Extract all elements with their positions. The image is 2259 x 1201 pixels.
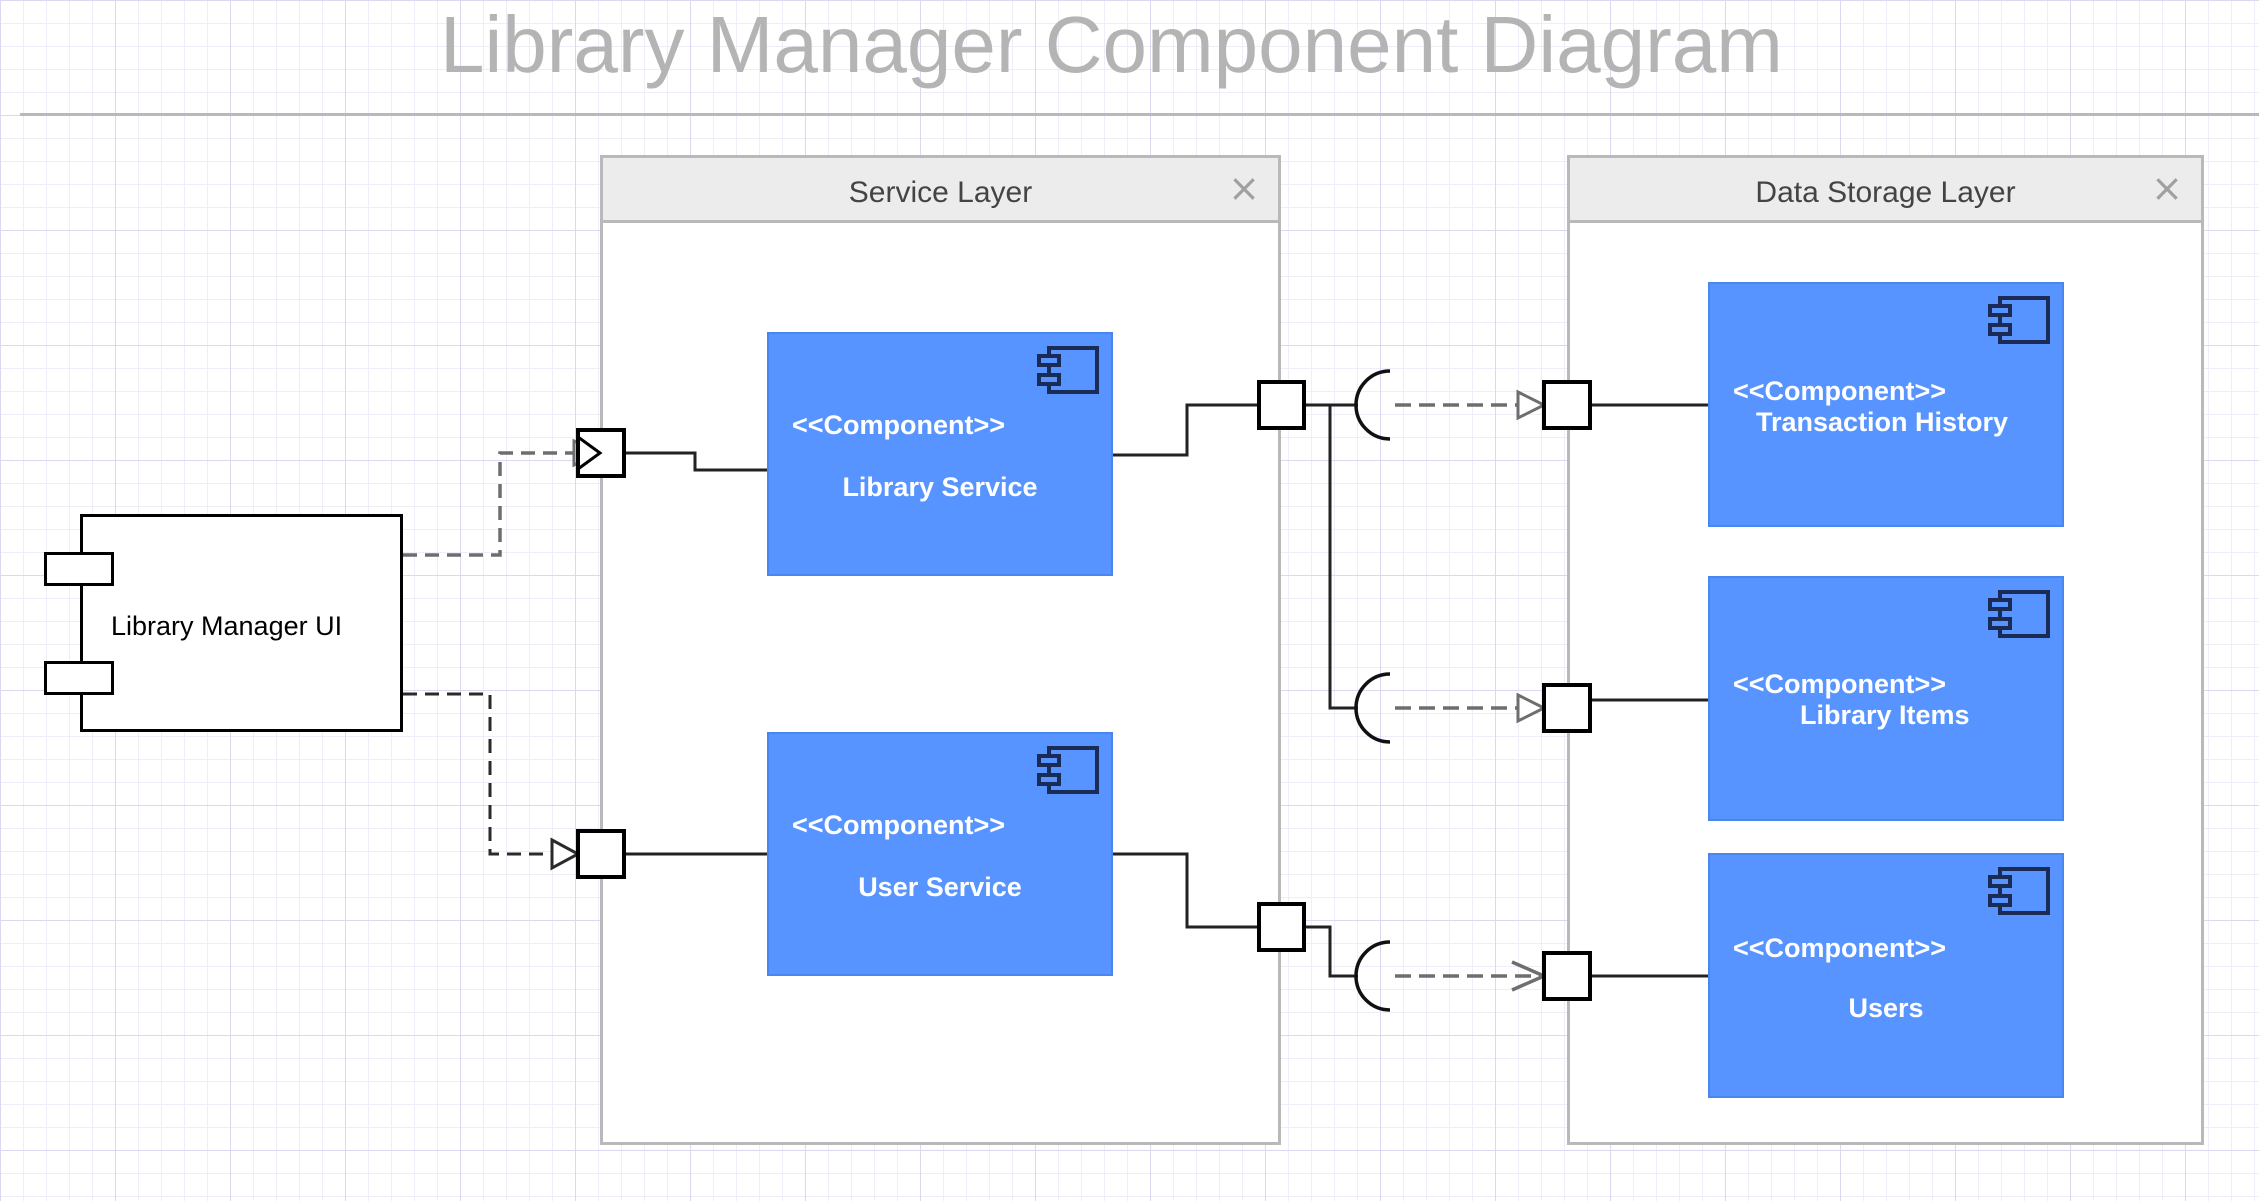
library-manager-ui-label: Library Manager UI: [111, 611, 343, 641]
diagram-title: Library Manager Component Diagram: [440, 0, 1783, 89]
library-items-name: Library Items: [1800, 700, 1970, 730]
component-icon: [1037, 746, 1099, 794]
library-manager-ui-component[interactable]: Library Manager UI: [44, 514, 403, 732]
port-library-service-out: [1257, 380, 1306, 430]
library-service-name: Library Service: [842, 472, 1038, 502]
required-interface-socket: [1354, 672, 1391, 744]
dependency-arrowhead: [1516, 692, 1548, 724]
data-storage-layer-close-icon[interactable]: ×: [2151, 166, 2183, 210]
user-service-component[interactable]: <<Component>> User Service: [767, 732, 1113, 976]
user-service-name: User Service: [858, 872, 1022, 902]
port-user-service-out: [1257, 902, 1306, 952]
port-library-items-in: [1542, 683, 1592, 733]
connector-to-users-socket: [1304, 925, 1358, 978]
service-layer-close-icon[interactable]: ×: [1228, 166, 1260, 210]
connector-library-service-out: [1113, 403, 1259, 457]
user-service-stereotype: <<Component>>: [792, 810, 1006, 840]
component-port-tab: [44, 552, 114, 586]
port-user-service-in: [576, 829, 626, 879]
component-icon: [1988, 296, 2050, 344]
data-storage-layer-title: Data Storage Layer: [1755, 176, 2016, 209]
required-interface-socket: [1354, 369, 1391, 441]
required-interface-socket: [1354, 940, 1391, 1012]
component-port-tab: [44, 661, 114, 695]
data-storage-layer-header[interactable]: Data Storage Layer ×: [1570, 158, 2201, 223]
dependency-ui-library-service: [403, 451, 578, 557]
component-icon: [1037, 346, 1099, 394]
transaction-history-name: Transaction History: [1756, 407, 2009, 437]
users-stereotype: <<Component>>: [1733, 933, 1947, 963]
library-service-stereotype: <<Component>>: [792, 410, 1006, 440]
transaction-history-stereotype: <<Component>>: [1733, 376, 1947, 406]
users-component[interactable]: <<Component>> Users: [1708, 853, 2064, 1098]
port-users-in: [1542, 951, 1592, 1001]
service-layer-container[interactable]: Service Layer ×: [600, 155, 1281, 1145]
port-arrow-glyph: [577, 435, 603, 471]
connector-user-service-out: [1113, 852, 1259, 929]
library-items-stereotype: <<Component>>: [1733, 669, 1947, 699]
connector-branch-library-items: [1304, 403, 1358, 710]
transaction-history-component[interactable]: <<Component>> Transaction History: [1708, 282, 2064, 527]
users-name: Users: [1848, 993, 1924, 1023]
component-icon: [1988, 590, 2050, 638]
dependency-arrowhead: [550, 837, 582, 871]
service-layer-title: Service Layer: [848, 176, 1033, 209]
library-service-component[interactable]: <<Component>> Library Service: [767, 332, 1113, 576]
port-transaction-history-in: [1542, 380, 1592, 430]
component-icon: [1988, 867, 2050, 915]
library-items-component[interactable]: <<Component>> Library Items: [1708, 576, 2064, 821]
dependency-arrowhead: [1516, 389, 1548, 421]
connector-library-service-in: [624, 451, 767, 472]
title-divider: [20, 113, 2259, 116]
dependency-ui-user-service: [403, 692, 552, 856]
service-layer-header[interactable]: Service Layer ×: [603, 158, 1278, 223]
